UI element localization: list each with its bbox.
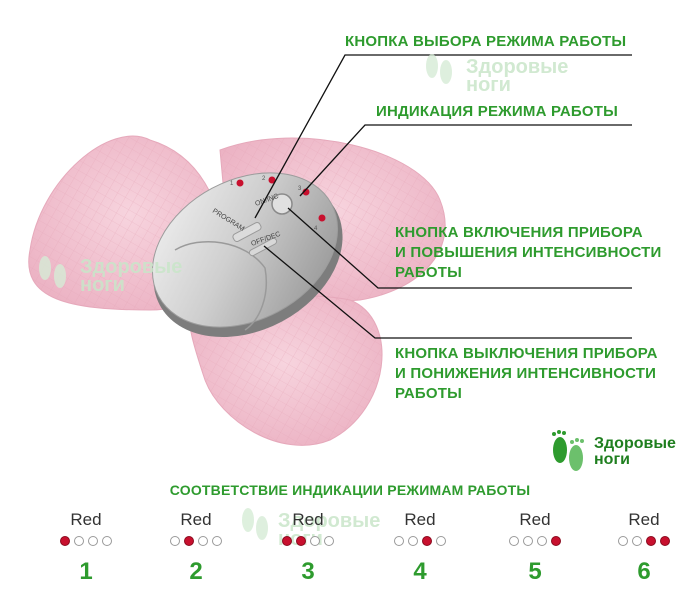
led-off-indicator [88,536,98,546]
label-mode-select-button: КНОПКА ВЫБОРА РЕЖИМА РАБОТЫ [345,33,627,50]
label-on-inc-line3: РАБОТЫ [395,264,463,281]
mode-led-row [258,536,358,550]
mode-card: Red 1 [36,510,136,584]
mode-red-label: Red [70,510,102,529]
watermark-line1: Здоровые [466,56,569,78]
modes-title: СООТВЕТСТВИЕ ИНДИКАЦИИ РЕЖИМАМ РАБОТЫ [169,482,531,498]
mode-number: 1 [79,558,93,585]
label-on-inc-line1: КНОПКА ВКЛЮЧЕНИЯ ПРИБОРА [395,224,643,241]
leader-lines [254,54,632,339]
mode-number: 3 [301,558,315,585]
led-off-indicator [102,536,112,546]
leader-line-off-dec [263,245,632,339]
watermark-line1: Здоровые [278,510,381,532]
mode-number: 6 [637,558,651,585]
program-button[interactable] [232,221,262,243]
led-off-indicator [170,536,180,546]
label-mode-indication: ИНДИКАЦИЯ РЕЖИМА РАБОТЫ [376,103,619,120]
led-off-indicator [310,536,320,546]
led-off-indicator [632,536,642,546]
led-on-indicator [296,536,306,546]
led-off-indicator [394,536,404,546]
mode-red-label: Red [292,510,324,529]
label-off-dec-line2: И ПОНИЖЕНИЯ ИНТЕНСИВНОСТИ [395,365,657,382]
mode-number: 4 [413,558,427,585]
watermark-text: Здоровые ноги [466,56,569,96]
mode-red-label: Red [404,510,436,529]
label-off-dec-line3: РАБОТЫ [395,385,463,402]
led-off-indicator [523,536,533,546]
led-4 [318,214,326,222]
watermark-text: Здоровые ноги [80,256,183,296]
on-inc-button[interactable] [271,193,293,215]
led-on-indicator [646,536,656,546]
label-off-dec-line1: КНОПКА ВЫКЛЮЧЕНИЯ ПРИБОРА [395,345,658,362]
mode-card: Red 6 [594,510,694,584]
mode-red-label: Red [180,510,212,529]
led-off-indicator [436,536,446,546]
led-off-indicator [324,536,334,546]
led-on-indicator [282,536,292,546]
off-dec-button[interactable] [248,237,278,257]
mode-red-label: Red [519,510,551,529]
logo-line1: Здоровые [594,435,676,452]
watermark-line2: ноги [80,274,125,296]
label-on-inc-line2: И ПОВЫШЕНИЯ ИНТЕНСИВНОСТИ [395,244,662,261]
led-on-indicator [184,536,194,546]
led-on-indicator [60,536,70,546]
led-off-indicator [618,536,628,546]
led-number-2: 2 [262,176,266,182]
led-on-indicator [422,536,432,546]
led-off-indicator [198,536,208,546]
led-number-1: 1 [230,181,234,187]
watermark-feet-icon [39,54,452,540]
mode-card: Red 3 [258,510,358,584]
mode-led-row [146,536,246,550]
mode-led-row [370,536,470,550]
mode-led-row [485,536,585,550]
logo-text: Здоровые ноги [594,436,676,468]
mode-number: 5 [528,558,542,585]
mode-card: Red 4 [370,510,470,584]
mode-red-label: Red [628,510,660,529]
led-number-3: 3 [298,186,302,192]
led-off-indicator [408,536,418,546]
mode-card: Red 2 [146,510,246,584]
leader-line-mode-select [254,54,632,219]
led-1 [236,179,244,187]
led-off-indicator [509,536,519,546]
mode-number: 2 [189,558,203,585]
mode-led-row [594,536,694,550]
led-2 [268,176,276,184]
logo-feet-icon [552,430,584,471]
led-on-indicator [660,536,670,546]
logo-line2: ноги [594,451,630,468]
led-off-indicator [537,536,547,546]
mode-led-row [36,536,136,550]
led-on-indicator [551,536,561,546]
mode-card: Red 5 [485,510,585,584]
led-number-4: 4 [314,226,318,232]
leader-line-indication [299,124,632,197]
led-3 [302,188,310,196]
watermark-line2: ноги [466,74,511,96]
led-off-indicator [74,536,84,546]
leader-line-on-inc [287,207,632,289]
watermark-line1: Здоровые [80,256,183,278]
led-off-indicator [212,536,222,546]
